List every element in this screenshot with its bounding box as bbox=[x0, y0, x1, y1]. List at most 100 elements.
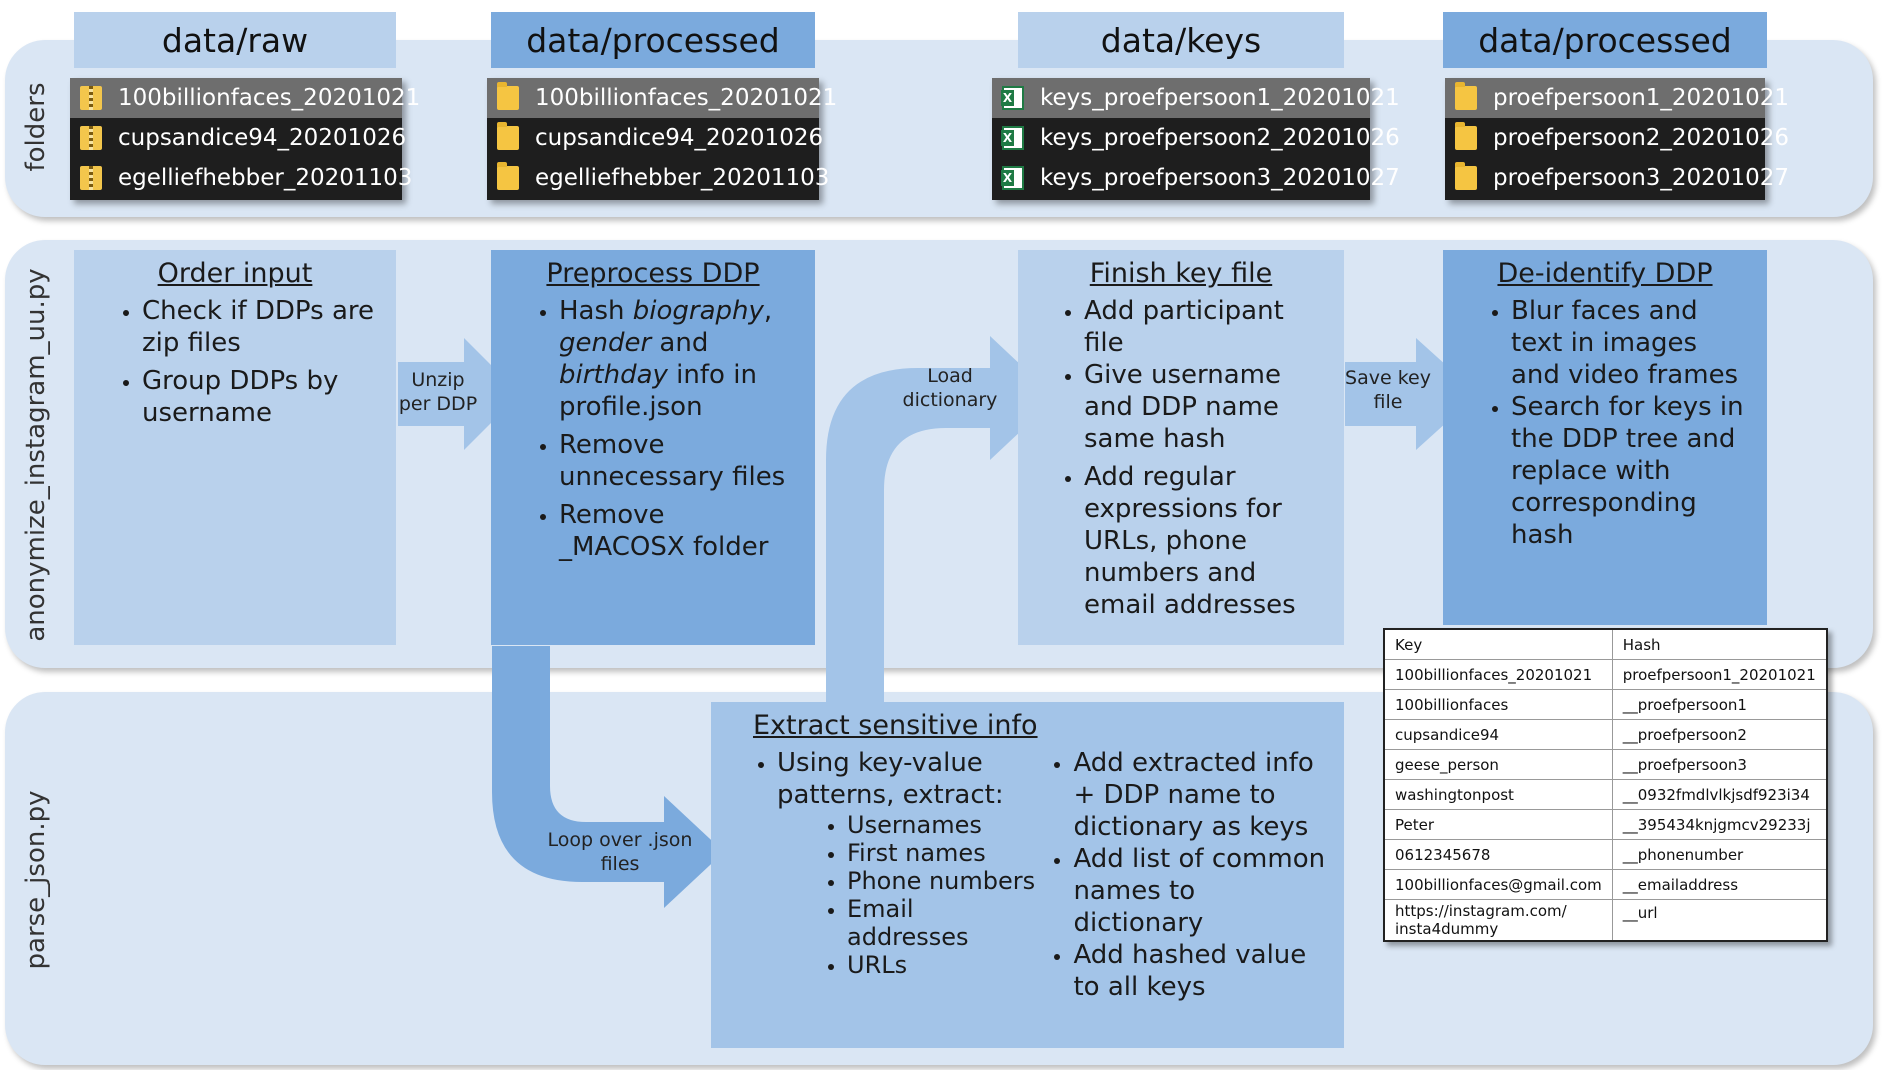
folder-title-raw: data/raw bbox=[74, 12, 396, 68]
hash-cell: __0932fmdlvlkjsdf923i34 bbox=[1611, 779, 1828, 810]
file-row[interactable]: keys_proefpersoon3_20201027 bbox=[992, 158, 1400, 198]
unzip-arrow-label: Unzip per DDP bbox=[398, 369, 478, 415]
key-cell: Peter bbox=[1383, 809, 1613, 840]
key-cell: https://instagram.com/ insta4dummy bbox=[1383, 899, 1613, 942]
hash-cell: proefpersoon1_20201021 bbox=[1611, 659, 1828, 690]
list-item: Usernames bbox=[847, 811, 1037, 839]
save-key-arrow-label: Save key file bbox=[1345, 367, 1431, 413]
step-extract-sensitive-info: Extract sensitive info Using key-value p… bbox=[711, 702, 1344, 1048]
step-title: Order input bbox=[157, 258, 313, 289]
key-cell: 100billionfaces@gmail.com bbox=[1383, 869, 1613, 900]
table-row: geese_person__proefpersoon3 bbox=[1383, 749, 1828, 780]
hash-cell: __proefpersoon3 bbox=[1611, 749, 1828, 780]
table-row: washingtonpost__0932fmdlvlkjsdf923i34 bbox=[1383, 779, 1828, 810]
list-item: Blur faces and text in images and video … bbox=[1511, 295, 1749, 391]
hash-cell: __proefpersoon2 bbox=[1611, 719, 1828, 750]
key-cell: 100billionfaces bbox=[1383, 689, 1613, 720]
hash-cell: __395434knjgmcv29233j bbox=[1611, 809, 1828, 840]
folder-icon bbox=[1455, 162, 1477, 190]
unzip-arrow bbox=[398, 338, 520, 450]
list-item: Email addresses bbox=[847, 895, 1037, 951]
list-item: Group DDPs by username bbox=[142, 365, 378, 429]
list-item: Add regular expressions for URLs, phone … bbox=[1084, 461, 1326, 621]
loop-json-arrow-body bbox=[492, 646, 724, 908]
key-cell: cupsandice94 bbox=[1383, 719, 1613, 750]
file-row[interactable]: 100billionfaces_20201021 bbox=[487, 78, 837, 118]
key-cell: geese_person bbox=[1383, 749, 1613, 780]
table-row: 100billionfaces@gmail.com__emailaddress bbox=[1383, 869, 1828, 900]
step-finish-key-file: Finish key file Add participant file Giv… bbox=[1018, 250, 1344, 645]
excel-file-icon bbox=[1001, 166, 1024, 190]
list-item: Remove _MACOSX folder bbox=[559, 499, 797, 563]
load-dictionary-arrow-label: Load dictionary bbox=[902, 365, 998, 411]
file-row[interactable]: 100billionfaces_20201021 bbox=[70, 78, 420, 118]
folder-icon bbox=[1455, 122, 1477, 150]
file-row[interactable]: cupsandice94_20201026 bbox=[70, 118, 406, 158]
list-item: First names bbox=[847, 839, 1037, 867]
folder-list-raw: 100billionfaces_20201021 cupsandice94_20… bbox=[70, 78, 420, 200]
file-row[interactable]: keys_proefpersoon2_20201026 bbox=[992, 118, 1400, 158]
folder-icon bbox=[497, 122, 519, 150]
list-item: Remove unnecessary files bbox=[559, 429, 797, 493]
table-row: https://instagram.com/ insta4dummy__url bbox=[1383, 899, 1828, 942]
file-row[interactable]: egelliefhebber_20201103 bbox=[70, 158, 412, 198]
list-item: URLs bbox=[847, 951, 1037, 979]
zip-folder-icon bbox=[80, 166, 102, 190]
zip-folder-icon bbox=[80, 86, 102, 110]
step-title: Preprocess DDP bbox=[546, 258, 760, 289]
file-row[interactable]: keys_proefpersoon1_20201021 bbox=[992, 78, 1400, 118]
list-item: Phone numbers bbox=[847, 867, 1037, 895]
load-dictionary-arrow bbox=[826, 336, 1056, 702]
folder-title-processed-2: data/processed bbox=[1443, 12, 1767, 68]
folder-list-processed: 100billionfaces_20201021 cupsandice94_20… bbox=[487, 78, 837, 200]
hash-cell: __phonenumber bbox=[1611, 839, 1828, 870]
step-order-input: Order input Check if DDPs are zip files … bbox=[74, 250, 396, 645]
step-preprocess-ddp: Preprocess DDP Hash biography, gender an… bbox=[491, 250, 815, 645]
excel-file-icon bbox=[1001, 126, 1024, 150]
list-item: Add hashed value to all keys bbox=[1073, 939, 1326, 1003]
list-item: Search for keys in the DDP tree and repl… bbox=[1511, 391, 1749, 551]
file-row[interactable]: proefpersoon2_20201026 bbox=[1445, 118, 1789, 158]
zip-folder-icon bbox=[80, 126, 102, 150]
table-row: 0612345678__phonenumber bbox=[1383, 839, 1828, 870]
list-item: Check if DDPs are zip files bbox=[142, 295, 378, 359]
table-header-key: Key bbox=[1383, 628, 1613, 660]
table-row: Peter__395434knjgmcv29233j bbox=[1383, 809, 1828, 840]
hash-cell: __url bbox=[1611, 899, 1828, 942]
table-row: 100billionfaces__proefpersoon1 bbox=[1383, 689, 1828, 720]
folder-list-processed-2: proefpersoon1_20201021 proefpersoon2_202… bbox=[1445, 78, 1789, 200]
step-deidentify-ddp: De-identify DDP Blur faces and text in i… bbox=[1443, 250, 1767, 625]
folder-icon bbox=[497, 82, 519, 110]
list-item: Add participant file bbox=[1084, 295, 1326, 359]
step-title: Finish key file bbox=[1089, 258, 1273, 289]
list-item: Add list of common names to dictionary bbox=[1073, 843, 1326, 939]
key-cell: washingtonpost bbox=[1383, 779, 1613, 810]
step-title: De-identify DDP bbox=[1497, 258, 1713, 289]
key-cell: 0612345678 bbox=[1383, 839, 1613, 870]
key-cell: 100billionfaces_20201021 bbox=[1383, 659, 1613, 690]
file-row[interactable]: proefpersoon1_20201021 bbox=[1445, 78, 1789, 118]
file-row[interactable]: cupsandice94_20201026 bbox=[487, 118, 823, 158]
list-item: Hash biography, gender and birthday info… bbox=[559, 295, 797, 423]
excel-file-icon bbox=[1001, 86, 1024, 110]
folder-icon bbox=[497, 162, 519, 190]
list-item: Add extracted info + DDP name to diction… bbox=[1073, 747, 1326, 843]
table-row: cupsandice94__proefpersoon2 bbox=[1383, 719, 1828, 750]
list-item: Using key-value patterns, extract: bbox=[777, 747, 1037, 811]
table-header-row: Key Hash bbox=[1383, 628, 1828, 660]
hash-cell: __proefpersoon1 bbox=[1611, 689, 1828, 720]
folder-icon bbox=[1455, 82, 1477, 110]
step-title: Extract sensitive info bbox=[753, 710, 1038, 741]
table-header-hash: Hash bbox=[1611, 628, 1828, 660]
loop-json-arrow-label: Loop over .json files bbox=[547, 829, 693, 875]
file-row[interactable]: proefpersoon3_20201027 bbox=[1445, 158, 1789, 198]
file-row[interactable]: egelliefhebber_20201103 bbox=[487, 158, 829, 198]
folder-list-keys: keys_proefpersoon1_20201021 keys_proefpe… bbox=[992, 78, 1400, 200]
hash-cell: __emailaddress bbox=[1611, 869, 1828, 900]
list-item: Give username and DDP name same hash bbox=[1084, 359, 1326, 455]
folder-title-keys: data/keys bbox=[1018, 12, 1344, 68]
folder-title-processed: data/processed bbox=[491, 12, 815, 68]
